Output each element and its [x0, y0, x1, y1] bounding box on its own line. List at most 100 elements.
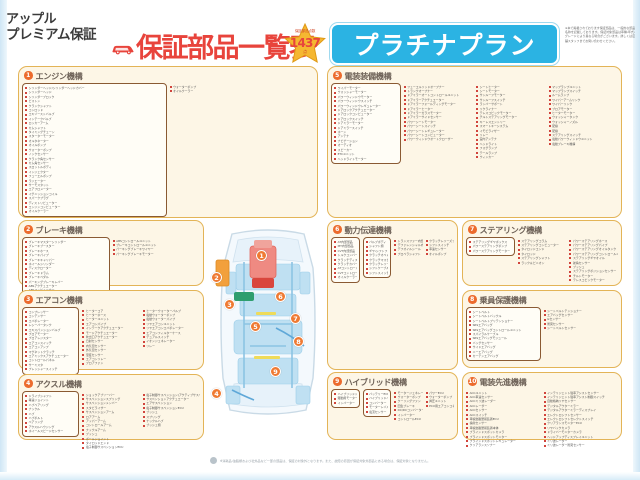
- part-item: 電動パワーウィンドウユニット: [548, 137, 619, 141]
- part-item: ドアミラーアクチュエーター: [403, 98, 474, 102]
- part-item: カムシャフト: [25, 126, 164, 130]
- part-item: ウィンカー: [476, 155, 546, 159]
- parts-column: ABSコントロールユニットブレーキコントロールユニットパーキングブレーキワイヤー…: [112, 239, 201, 257]
- part-item: Gセンサー: [543, 317, 619, 321]
- part-item: 自動格納リヤセンサー: [543, 399, 619, 403]
- parts-column: パワーECUウォーターポンプ昇圧ユニットPCU用エアコンコネクター: [425, 391, 455, 409]
- part-item: スパークプラグ: [25, 196, 164, 200]
- part-item: エレクトロシフトセンサー: [543, 413, 619, 417]
- part-item: ハブ: [25, 412, 76, 416]
- part-item: ウォーターポンプ: [425, 395, 455, 399]
- part-item: パワーシートモーター: [403, 120, 474, 124]
- part-item: ショックアブソーバー: [82, 393, 139, 397]
- part-item: AT内部部品: [334, 240, 357, 244]
- part-item: ヘッドライトモーター: [334, 157, 398, 161]
- part-item: 衝突センサー: [543, 322, 619, 326]
- parts-list: ヒーターコアヒーターホースヒーターユニットエアコンパイプインテークアクチュエータ…: [82, 309, 139, 366]
- part-item: MT内部部品: [334, 244, 357, 248]
- part-item: オイルポンプ: [25, 143, 164, 147]
- parts-column: ドライブシャフト等速ジョイントハブベアリングナックルハブハブボルトベアリングアク…: [22, 391, 80, 437]
- part-item: テレスコピックモーター: [476, 111, 546, 115]
- part-item: インバーター: [334, 401, 357, 405]
- part-item: サイドエアバッグ: [469, 345, 538, 349]
- part-item: 内気温センサー: [82, 344, 139, 348]
- part-item: 外気温センサー: [82, 348, 139, 352]
- part-item: クリアランスソナー: [466, 443, 541, 447]
- part-item: 車線逸脱警報装置本体: [466, 426, 541, 430]
- parts-column: トランスファー内部部品デファレンシャル内部部品デフオイルシールプロペラシャフト: [394, 239, 423, 257]
- parts-list: ワイパーモーターウォッシャーモーターパワーウィンドウモーターパワーウィンドウスイ…: [334, 86, 398, 161]
- brand-line-2: プレミアム保証: [6, 26, 97, 43]
- part-item: ブレーキマスターシリンダー: [25, 240, 107, 244]
- part-item: ワイパーリンク: [548, 102, 619, 106]
- parts-group-boxed: シリンダーヘッド/シリンダーヘッドカバーシリンダーヘッドシリンダーブロックピスト…: [22, 83, 167, 217]
- parts-list: パワーステアリングホースパワーステアリングパイプパワーステアリングオイルタンクパ…: [569, 239, 618, 283]
- part-item: ステアリングポジションセンサー: [569, 269, 618, 273]
- parts-list: ドライブシャフト等速ジョイントハブベアリングナックルハブハブボルトベアリングアク…: [25, 394, 76, 434]
- part-item: パワーウィンドウオートクローザー: [403, 137, 474, 141]
- part-item: ABSアクチュエーター: [25, 284, 107, 288]
- part-item: ステアリングギヤボックス: [469, 240, 512, 244]
- parts-column: シートヒーターシートモーターサンルーフモーターサンルーフスイッチランバーサポート…: [476, 85, 546, 160]
- parts-group: ABSコントロールユニットブレーキコントロールユニットパーキングブレーキワイヤー…: [112, 239, 201, 257]
- part-item: アンテナ: [334, 134, 398, 138]
- part-item: インジェクター: [25, 170, 164, 174]
- part-item: CVT内部部品: [334, 249, 357, 253]
- parts-list: シリンダーヘッド/シリンダーヘッドカバーシリンダーヘッドシリンダーブロックピスト…: [25, 86, 164, 214]
- part-item: ワイパーモーター: [334, 86, 398, 90]
- page-edge-bottom: [0, 472, 640, 480]
- part-item: ブレーキコントロールユニット: [112, 243, 201, 247]
- part-item: ブレーキホース: [25, 249, 107, 253]
- part-item: ブレーキパイプ: [25, 253, 107, 257]
- part-item: ステアリングコラム: [517, 239, 567, 243]
- parts-group-boxed: バッテリーECUハイブリッドバッテリーコンバーターモーターレゾルバー電流センサー: [362, 389, 391, 418]
- section-number-badge: 3: [24, 295, 33, 304]
- part-item: ブレーキブースター: [25, 244, 107, 248]
- part-item: ブレーキキャリパー: [25, 258, 107, 262]
- part-item: ドアロックスイッチ: [334, 117, 398, 121]
- part-item: ヘッドライト: [476, 142, 546, 146]
- part-item: タイロッドエンド: [517, 247, 567, 251]
- page-edge-left: [0, 0, 7, 480]
- part-item: サーミスタ: [25, 363, 76, 367]
- part-item: リクライナー: [476, 107, 546, 111]
- part-item: カム角センサー: [25, 161, 164, 165]
- part-item: コントロールパネル: [25, 358, 76, 362]
- parts-column: クラッチレリーズフォークシフトスイッチ車速センサーオイルポンプ: [425, 239, 454, 257]
- parts-column: ステアリングギヤボックスパワーステアリングポンプパワーステアリングモーター: [466, 237, 515, 257]
- star-badge-number: 1437: [289, 36, 321, 50]
- parts-column: AT内部部品MT内部部品CVT内部部品トルクコンバータークラッチディスククラッチ…: [331, 237, 360, 283]
- part-item: チルトステアリングモーター: [476, 115, 546, 119]
- brand-logo: アップル プレミアム保証: [6, 12, 97, 43]
- part-item: ホイールシリンダー: [25, 262, 107, 266]
- part-item: インバーター: [394, 413, 423, 417]
- part-item: コントロールECU: [394, 417, 423, 421]
- parts-list: コンプレッサーコンデンサーエバポレーターレシーバータンクエキスパンションバルブブ…: [25, 310, 76, 372]
- parts-column: ウォーターポンプオイルクーラー: [169, 85, 315, 94]
- part-item: ヒーターモーター: [548, 111, 619, 115]
- parts-column: ショックアブソーバーサスペンションスプリングサスペンションメンバースタビライザー…: [82, 393, 139, 450]
- part-item: ディストリビューター: [25, 201, 164, 205]
- part-item: モーターレゾルバー: [365, 405, 388, 409]
- part-item: カーテンエアバッグ: [469, 354, 538, 358]
- part-item: ATコントロールユニット: [334, 266, 357, 270]
- section-number-badge: 5: [333, 71, 342, 80]
- part-item: アクスルハウジング: [25, 425, 76, 429]
- parts-list: ハイブリッドトランスアクスル駆動用モーターインバーター: [334, 392, 357, 405]
- parts-list: ステアリングコラムステアリングコンピュータータイロッドエンドタイロッドステアリン…: [517, 239, 567, 265]
- parts-group: ヒーターウォーターバルブ電動ウォーターポンプ電動ウォーターパイプリヤエアコンユニ…: [142, 309, 200, 349]
- part-item: シートベルトバックル: [469, 314, 538, 318]
- part-item: ドアミラーモーター: [334, 121, 398, 125]
- section-number-badge: 2: [24, 225, 33, 234]
- parts-column: フューエルリッドオープナートランクオープナードアミラーオートコントロールユニット…: [403, 85, 474, 142]
